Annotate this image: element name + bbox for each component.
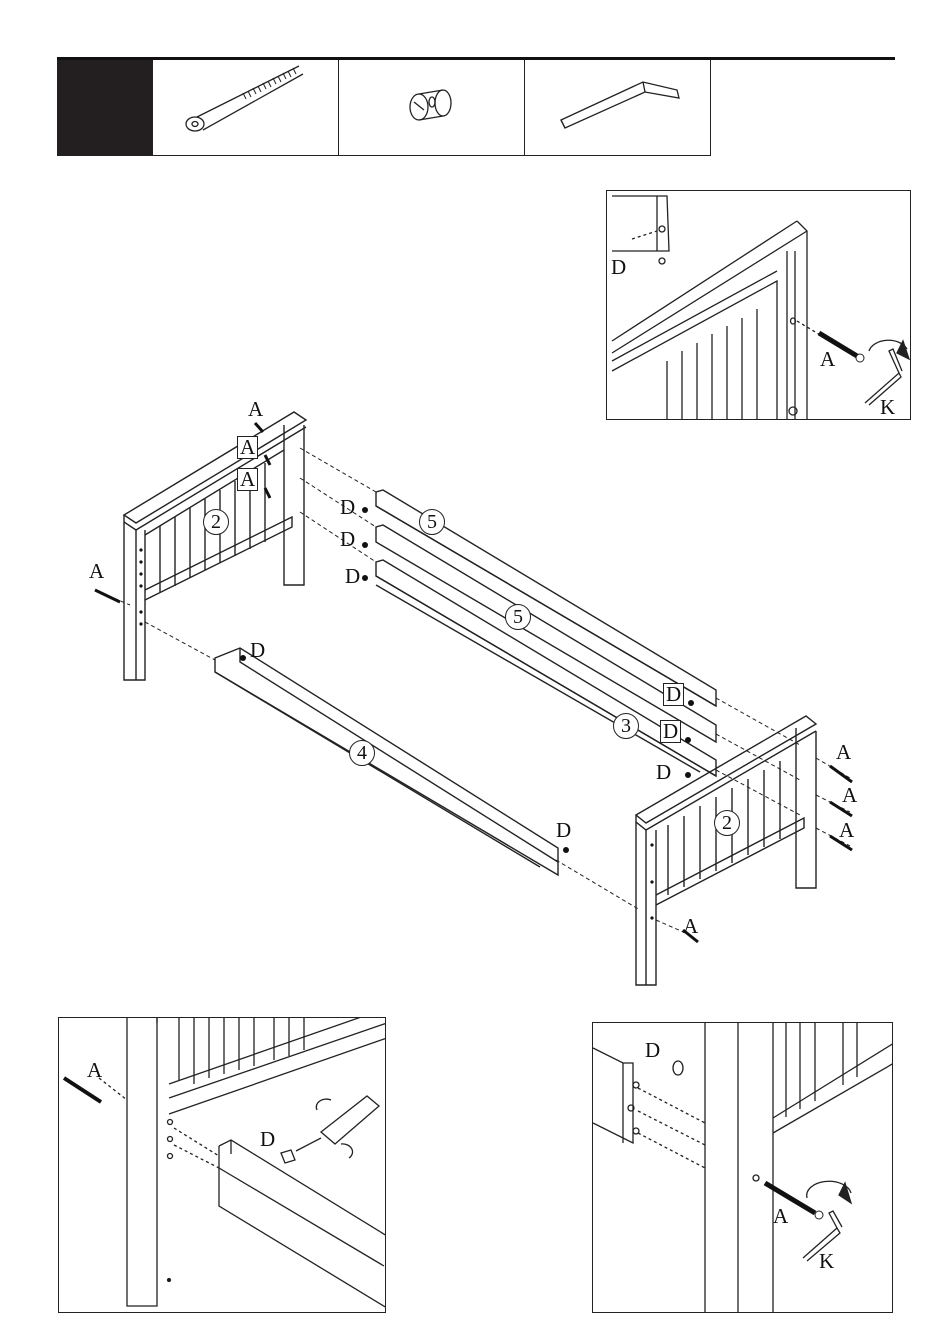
label-nut-d-3: D (345, 566, 360, 587)
label-bolt-a-1: A (248, 399, 263, 420)
label-bolt-a-boxed-2: A (237, 468, 258, 491)
part-number-headboard-right: 2 (714, 810, 740, 836)
label-bolt-a-6: A (683, 916, 698, 937)
label-bolt-a-4: A (842, 785, 857, 806)
label-key-k-detail-right: K (819, 1251, 834, 1272)
label-nut-d-detail-left: D (260, 1129, 275, 1150)
part-number-slat-rail-mid: 5 (505, 604, 531, 630)
label-bolt-a-boxed-1: A (237, 436, 258, 459)
part-number-center-rail: 3 (613, 713, 639, 739)
label-nut-d-detail-right: D (645, 1040, 660, 1061)
label-bolt-a-2: A (89, 561, 104, 582)
label-nut-d-1: D (340, 497, 355, 518)
label-nut-d-5: D (656, 762, 671, 783)
label-bolt-a-detail-right: A (773, 1206, 788, 1227)
label-bolt-a-detail-left: A (87, 1060, 102, 1081)
part-number-headboard-left: 2 (203, 509, 229, 535)
label-nut-d-2: D (340, 529, 355, 550)
part-number-side-rail: 4 (349, 740, 375, 766)
detail-panel-bottom-left: A D (58, 1017, 386, 1313)
label-bolt-a-3: A (836, 742, 851, 763)
label-nut-d-6: D (556, 820, 571, 841)
detail-panel-bottom-right: D A K (592, 1022, 893, 1313)
label-nut-d-4: D (250, 640, 265, 661)
label-nut-d-boxed-1: D (663, 683, 684, 706)
rail-nut-screwdriver-detail (59, 1018, 386, 1313)
label-nut-d-boxed-2: D (660, 720, 681, 743)
part-number-slat-rail-top: 5 (419, 509, 445, 535)
rail-bolt-allen-key-detail (593, 1023, 893, 1313)
label-bolt-a-5: A (839, 820, 854, 841)
